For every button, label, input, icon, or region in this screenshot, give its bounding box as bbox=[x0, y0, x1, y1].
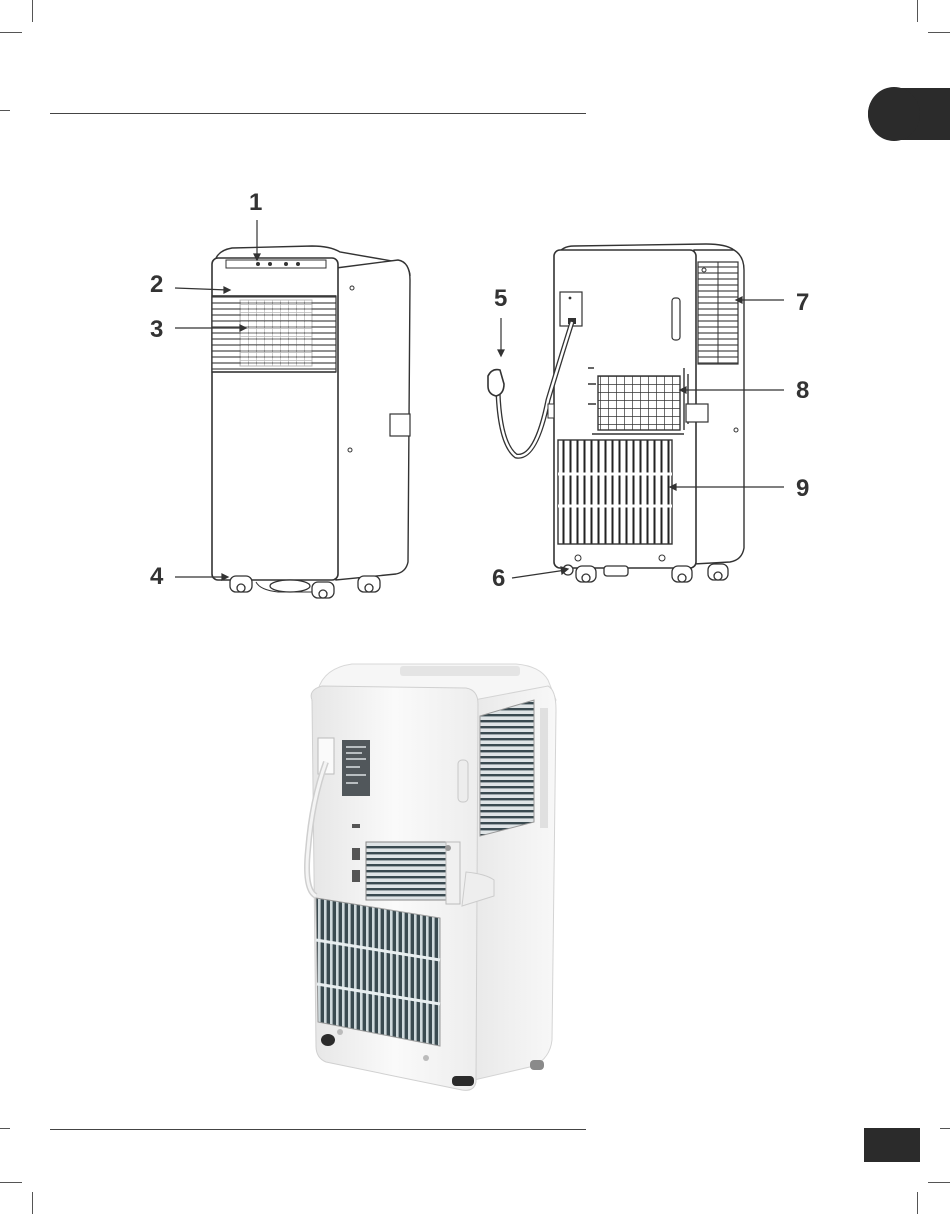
callout-2: 2 bbox=[150, 273, 163, 297]
rear-unit-photo bbox=[307, 664, 556, 1090]
rear-view-unit bbox=[488, 244, 744, 582]
callout-7: 7 bbox=[796, 291, 809, 315]
callout-1: 1 bbox=[249, 191, 262, 215]
callout-9: 9 bbox=[796, 477, 809, 501]
callout-5: 5 bbox=[494, 287, 507, 311]
callout-6: 6 bbox=[492, 567, 505, 591]
callout-8: 8 bbox=[796, 379, 809, 403]
callout-4: 4 bbox=[150, 565, 163, 589]
front-view-unit bbox=[212, 246, 410, 598]
callout-3: 3 bbox=[150, 318, 163, 342]
